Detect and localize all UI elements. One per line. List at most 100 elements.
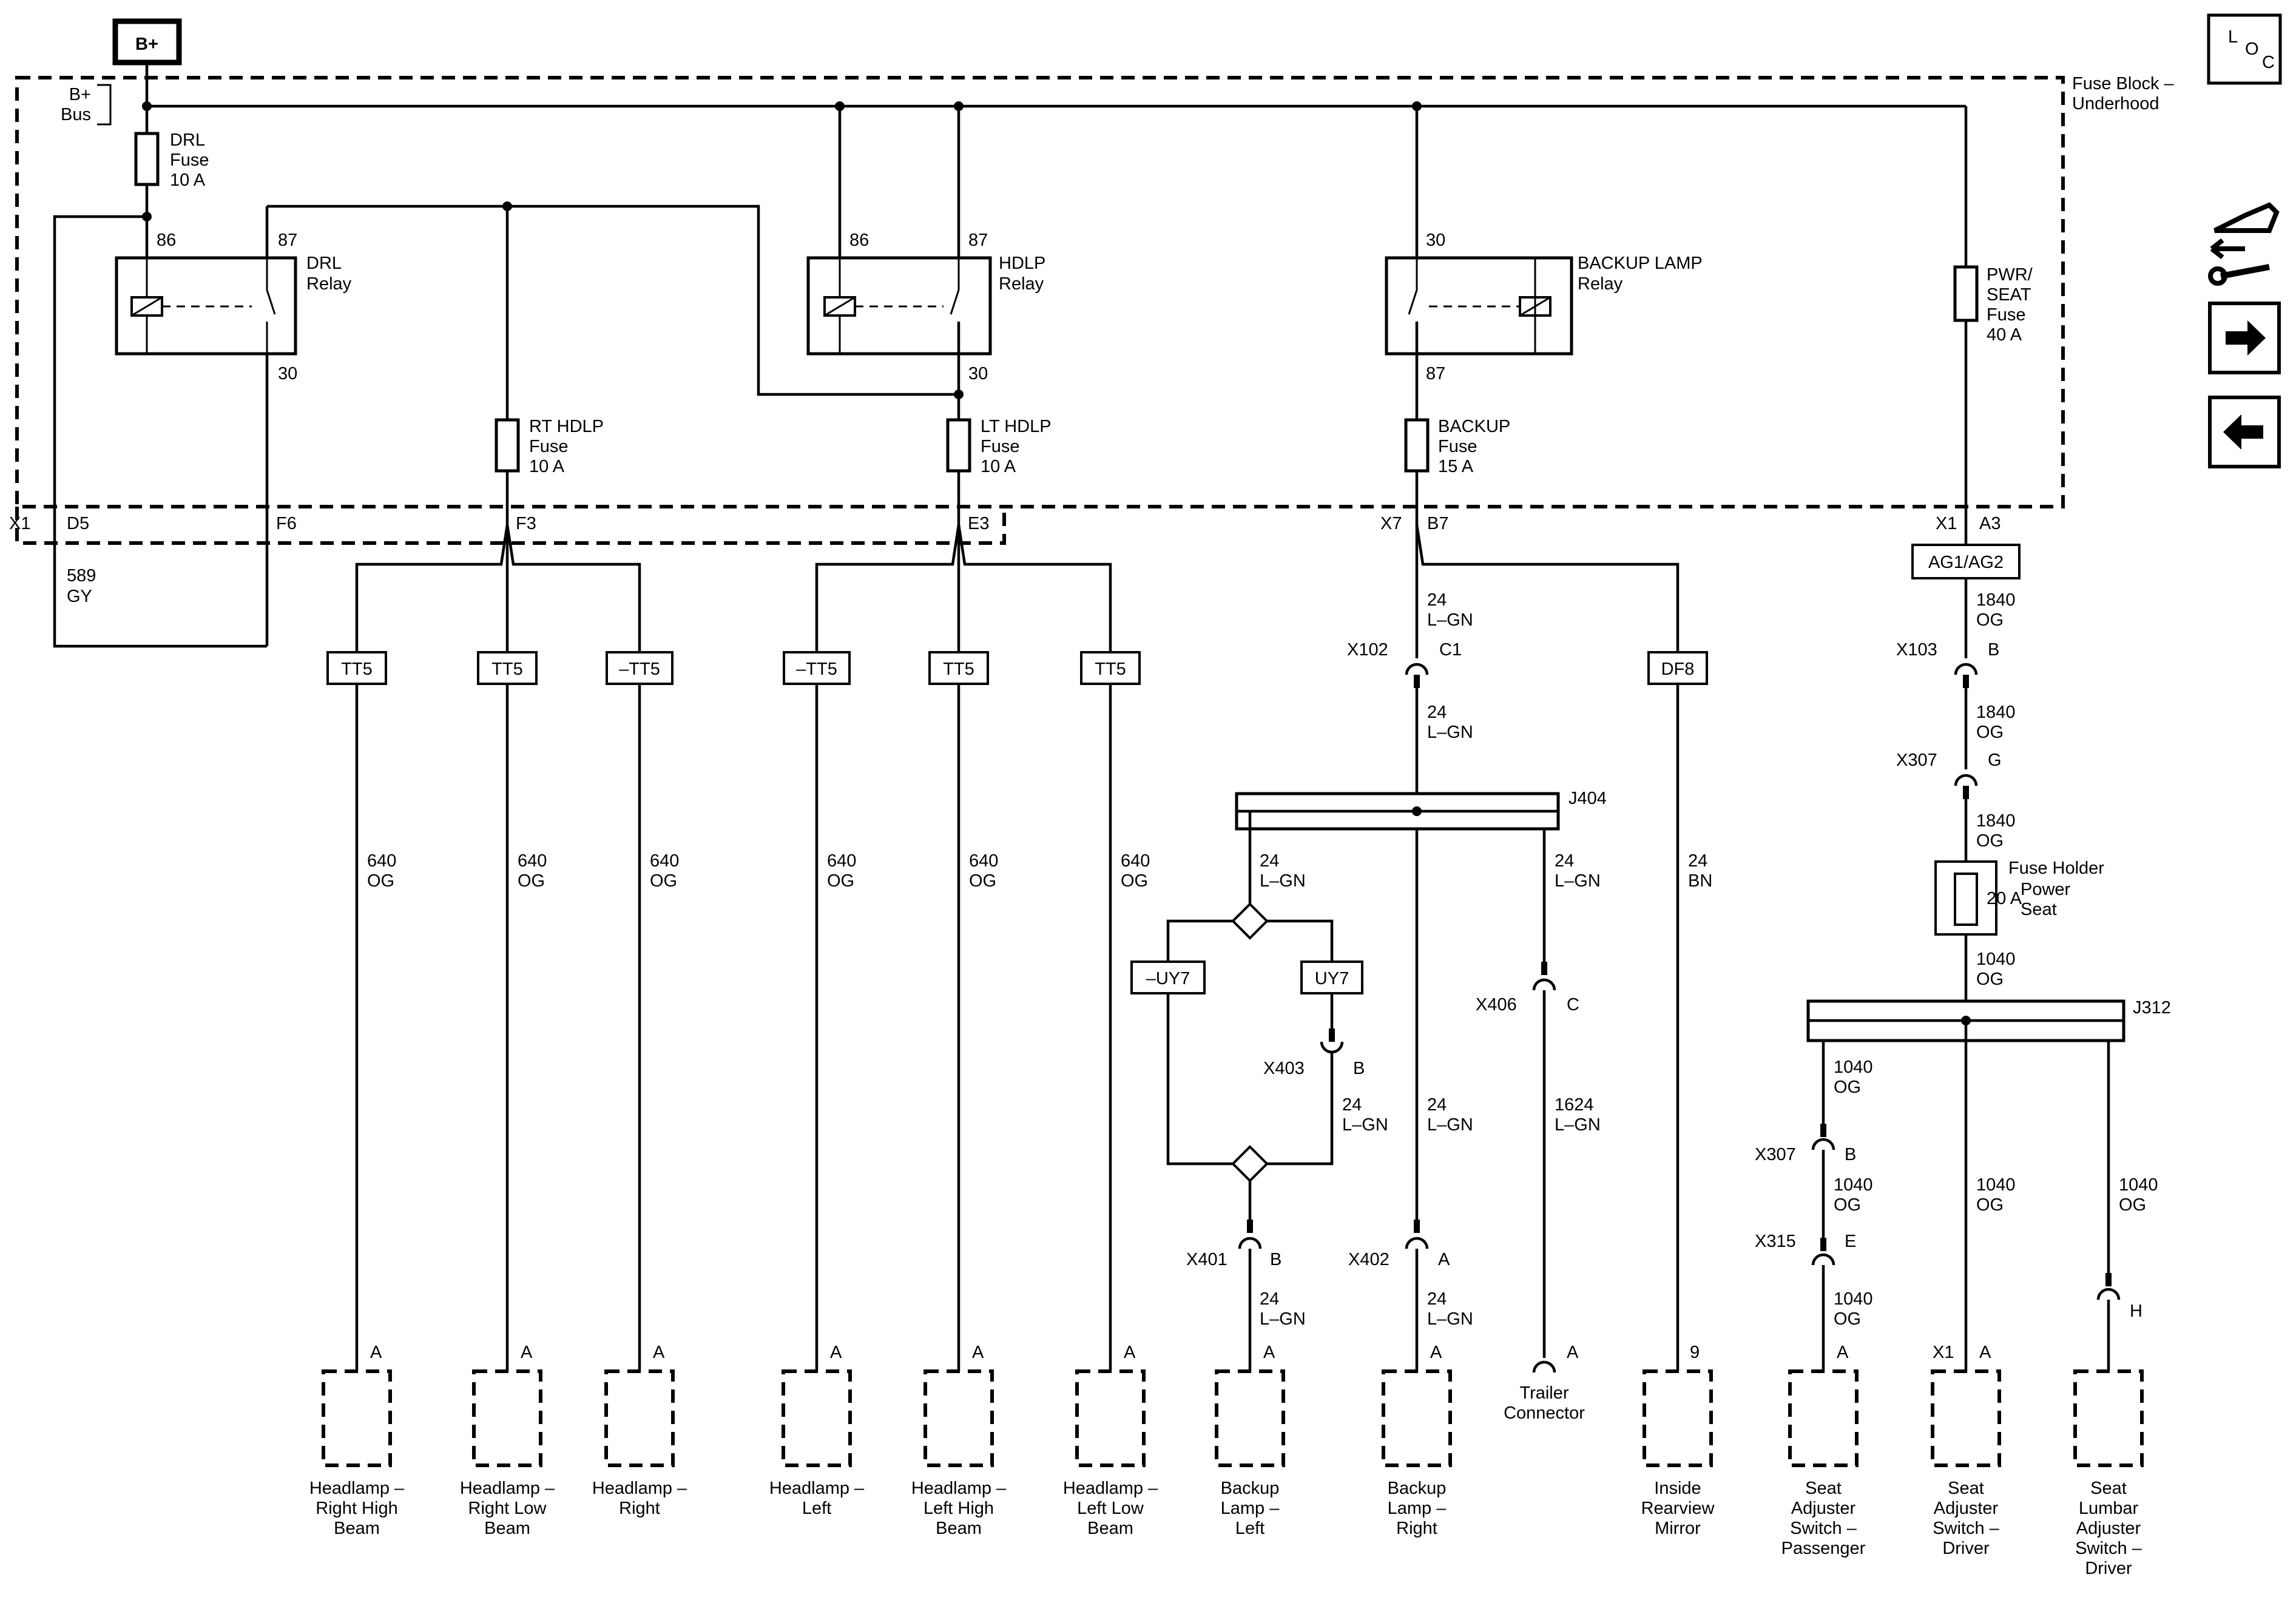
- x403-connector: X403 B: [1263, 1028, 1365, 1078]
- x103-connector: X103 B: [1896, 640, 1999, 688]
- component-backup-lamp-right: A Backup Lamp – Right: [1382, 1343, 1452, 1538]
- svg-text:PWR/: PWR/: [1987, 265, 2033, 285]
- neg-uy7-label: –UY7: [1130, 960, 1206, 994]
- x307-connector: X307 G: [1896, 751, 2002, 799]
- svg-text:A3: A3: [1979, 514, 2001, 533]
- svg-text:30: 30: [278, 364, 297, 383]
- block-connector-pins: X1 D5 F6 F3 E3 X7 B7 X1 A3: [9, 514, 2001, 533]
- component-headlamp-left: A Headlamp – Left: [769, 1343, 865, 1518]
- svg-text:Right High: Right High: [316, 1499, 397, 1518]
- svg-text:B: B: [1845, 1145, 1856, 1164]
- svg-text:Adjuster: Adjuster: [1791, 1499, 1856, 1518]
- svg-text:DRL: DRL: [170, 130, 205, 150]
- backup-fuse: BACKUP Fuse 15 A: [1404, 417, 1510, 525]
- tools-icon[interactable]: [2208, 202, 2280, 286]
- svg-text:A: A: [653, 1343, 665, 1362]
- svg-text:Right Low: Right Low: [468, 1499, 547, 1518]
- svg-text:L–GN: L–GN: [1260, 871, 1306, 891]
- component-headlamp-right-low-beam: A Headlamp – Right Low Beam: [460, 1343, 555, 1538]
- svg-text:E3: E3: [968, 514, 989, 533]
- svg-text:Right: Right: [1396, 1519, 1437, 1538]
- forward-button[interactable]: [2208, 302, 2281, 374]
- svg-text:640: 640: [367, 851, 396, 871]
- svg-text:589: 589: [67, 566, 96, 586]
- df8-label: DF8: [1647, 651, 1708, 685]
- svg-text:L–GN: L–GN: [1260, 1309, 1306, 1329]
- svg-text:86: 86: [849, 231, 869, 250]
- svg-text:Switch –: Switch –: [2075, 1539, 2142, 1558]
- x401-connector: X401 B: [1186, 1220, 1281, 1269]
- drl-fuse: DRL Fuse 10 A: [134, 106, 209, 258]
- svg-text:1040: 1040: [1976, 1175, 2016, 1195]
- svg-text:DRL: DRL: [306, 254, 342, 273]
- component-seat-adjuster-switch-driver: X1 A Seat Adjuster Switch – Driver: [1931, 1343, 2001, 1558]
- svg-text:X1: X1: [1933, 1343, 1954, 1362]
- b-plus-bus: B+ Bus: [61, 84, 1966, 126]
- svg-text:BN: BN: [1688, 871, 1712, 891]
- svg-text:OG: OG: [827, 871, 854, 891]
- svg-text:Right: Right: [619, 1499, 660, 1518]
- back-button[interactable]: [2208, 396, 2281, 468]
- svg-text:A: A: [1438, 1250, 1450, 1269]
- svg-text:J312: J312: [2133, 998, 2171, 1018]
- svg-text:BACKUP LAMP: BACKUP LAMP: [1578, 254, 1703, 273]
- component-inside-rearview-mirror: 9 Inside Rearview Mirror: [1641, 1343, 1715, 1538]
- svg-text:GY: GY: [67, 587, 92, 606]
- svg-text:640: 640: [1121, 851, 1150, 871]
- svg-text:Relay: Relay: [306, 274, 352, 294]
- x307-connector: X307 B: [1755, 1124, 1856, 1164]
- svg-text:TT5: TT5: [341, 660, 373, 679]
- svg-text:Lamp –: Lamp –: [1221, 1499, 1280, 1518]
- svg-text:F3: F3: [516, 514, 536, 533]
- svg-text:Fuse: Fuse: [1987, 305, 2025, 325]
- svg-text:Fuse Holder: Fuse Holder: [2008, 859, 2104, 878]
- svg-text:Left Low: Left Low: [1077, 1499, 1144, 1518]
- svg-text:B: B: [1353, 1059, 1365, 1078]
- svg-text:C: C: [1567, 995, 1579, 1014]
- loc-icon[interactable]: L O C: [2207, 13, 2282, 85]
- component-trailer-connector: A Trailer Connector: [1504, 1343, 1585, 1423]
- svg-text:L–GN: L–GN: [1342, 1115, 1388, 1135]
- svg-text:B: B: [1988, 640, 1999, 660]
- svg-text:TT5: TT5: [943, 660, 974, 679]
- x102-connector: X102 C1: [1347, 640, 1462, 688]
- svg-text:OG: OG: [1121, 871, 1148, 891]
- svg-text:A: A: [1430, 1343, 1442, 1362]
- svg-text:640: 640: [969, 851, 998, 871]
- svg-text:Underhood: Underhood: [2072, 94, 2159, 113]
- svg-text:24: 24: [1427, 590, 1447, 610]
- svg-text:Headlamp –: Headlamp –: [592, 1479, 687, 1498]
- x406-connector: X406 C: [1476, 962, 1579, 1014]
- component-seat-adjuster-switch-passenger: A Seat Adjuster Switch – Passenger: [1781, 1343, 1866, 1558]
- svg-text:RT HDLP: RT HDLP: [529, 417, 604, 436]
- svg-text:86: 86: [157, 231, 176, 250]
- svg-text:640: 640: [518, 851, 547, 871]
- svg-text:Beam: Beam: [936, 1519, 982, 1538]
- svg-text:J404: J404: [1568, 789, 1607, 808]
- svg-text:640: 640: [650, 851, 679, 871]
- svg-text:C: C: [2262, 53, 2275, 72]
- svg-text:BACKUP: BACKUP: [1438, 417, 1510, 436]
- svg-text:Beam: Beam: [334, 1519, 380, 1538]
- svg-text:1840: 1840: [1976, 703, 2016, 722]
- svg-text:X7: X7: [1380, 514, 1402, 533]
- svg-text:H: H: [2130, 1301, 2142, 1321]
- neg-tt5-label: –TT5: [783, 651, 851, 685]
- svg-text:F6: F6: [276, 514, 297, 533]
- svg-text:30: 30: [1426, 231, 1445, 250]
- svg-text:–TT5: –TT5: [619, 660, 660, 679]
- fuse-block-underhood: Fuse Block – Underhood: [15, 74, 2174, 545]
- svg-text:G: G: [1988, 751, 2002, 770]
- svg-text:L–GN: L–GN: [1555, 871, 1601, 891]
- svg-text:Fuse: Fuse: [1438, 437, 1477, 456]
- svg-text:Connector: Connector: [1504, 1403, 1585, 1423]
- svg-text:D5: D5: [67, 514, 89, 533]
- svg-text:1840: 1840: [1976, 590, 2016, 610]
- svg-text:B+: B+: [135, 35, 158, 54]
- svg-text:A: A: [1979, 1343, 1991, 1362]
- svg-text:OG: OG: [1976, 610, 2004, 630]
- svg-text:B+: B+: [69, 85, 91, 104]
- svg-text:Seat: Seat: [2090, 1479, 2127, 1498]
- svg-text:SEAT: SEAT: [1987, 285, 2031, 305]
- hdlp-relay: 86 87 30 HDLP Relay: [806, 106, 1045, 420]
